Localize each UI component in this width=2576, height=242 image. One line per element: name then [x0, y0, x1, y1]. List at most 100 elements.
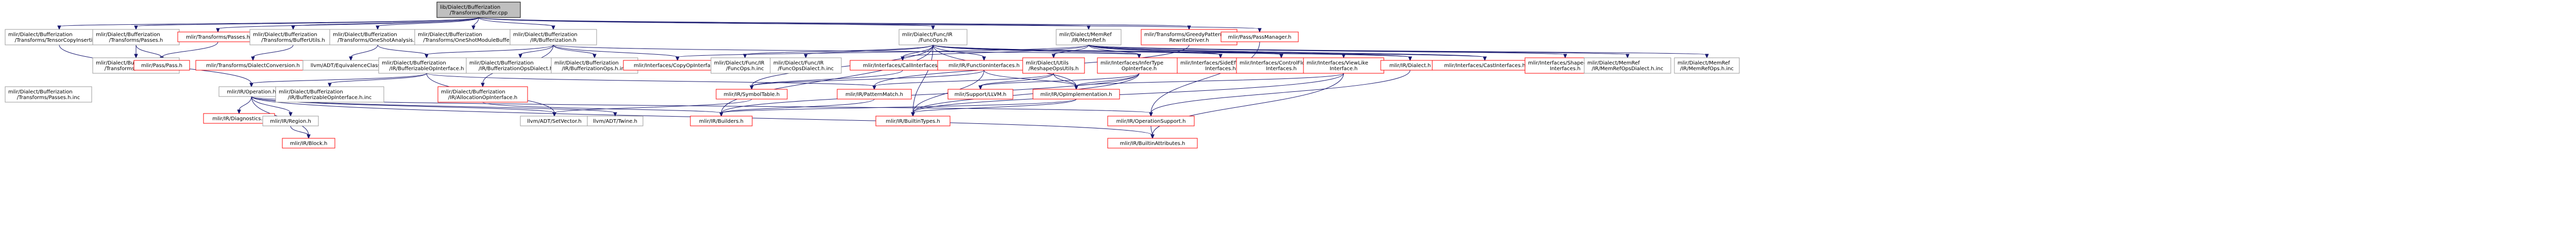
node-label: mlir/IR/BuiltinAttributes.h	[1120, 141, 1185, 147]
node-box	[1221, 31, 1299, 42]
node-label: mlir/Interfaces/CallInterfaces.h	[863, 63, 942, 69]
node-bufferutils[interactable]: mlir/Dialect/Bufferization/Transforms/Bu…	[249, 29, 337, 45]
node-box	[587, 116, 643, 126]
node-block[interactable]: mlir/IR/Block.h	[282, 138, 335, 149]
edge-operation-to-region	[251, 96, 293, 117]
node-setvector[interactable]: llvm/ADT/SetVector.h	[520, 116, 589, 126]
edge-irdialect-to-opsupport	[1149, 70, 1411, 117]
edge-memref-to-irdialect	[1088, 44, 1412, 61]
node-label: Interface.h	[1330, 66, 1358, 72]
node-box	[1097, 57, 1181, 74]
node-bufferizableinc[interactable]: mlir/Dialect/Bufferization/IR/Bufferizab…	[275, 86, 384, 103]
edge-infertype-to-opimpl	[1074, 73, 1140, 90]
edge-root-to-bpasses	[134, 17, 479, 30]
node-label: mlir/Dialect/MemRef	[1587, 60, 1640, 66]
node-label: /IR/MemRef.h	[1072, 38, 1106, 43]
node-bufferizable[interactable]: mlir/Dialect/Bufferization/IR/Bufferizab…	[378, 57, 475, 74]
node-label: mlir/Dialect/MemRef	[1677, 60, 1730, 66]
node-funcops[interactable]: mlir/Dialect/Func/IR/FuncOps.h	[899, 29, 968, 45]
node-irdialect[interactable]: mlir/IR/Dialect.h	[1380, 60, 1440, 71]
node-label: mlir/Dialect/Bufferization	[554, 60, 619, 66]
node-twine[interactable]: llvm/ADT/Twine.h	[587, 116, 643, 126]
edge-bufferizationh-to-bufops	[553, 44, 597, 59]
node-bpasses[interactable]: mlir/Dialect/Bufferization/Transforms/Pa…	[92, 29, 180, 45]
node-box	[92, 29, 180, 45]
node-label: mlir/IR/OpImplementation.h	[1040, 92, 1112, 98]
node-supportllvm[interactable]: mlir/Support/LLVM.h	[947, 89, 1013, 100]
node-memref[interactable]: mlir/Dialect/MemRef/IR/MemRef.h	[1056, 29, 1122, 45]
node-patternmatch[interactable]: mlir/IR/PatternMatch.h	[837, 89, 912, 100]
node-label: /IR/Bufferization.h	[530, 38, 577, 43]
node-label: mlir/Dialect/Func/IR	[714, 60, 765, 66]
node-label: mlir/Dialect/Bufferization	[253, 32, 317, 38]
node-opimpl[interactable]: mlir/IR/OpImplementation.h	[1032, 89, 1120, 100]
node-label: mlir/Interfaces/CopyOpInterface.h	[634, 63, 721, 69]
node-passpass[interactable]: mlir/Pass/Pass.h	[133, 60, 190, 71]
graph-edges	[57, 17, 1709, 139]
node-label: mlir/Dialect/Bufferization	[441, 89, 505, 95]
node-label: mlir/Dialect/Bufferization	[333, 32, 397, 38]
node-label: mlir/Interfaces/SideEffect	[1180, 60, 1246, 66]
node-symboltable[interactable]: mlir/IR/SymbolTable.h	[716, 89, 788, 100]
node-label: mlir/Dialect/Utils	[1026, 60, 1069, 66]
edge-viewlike-to-builtinattrs	[1150, 73, 1344, 139]
edge-reshapeutils-to-supportllvm	[978, 73, 1054, 90]
node-dialectconv[interactable]: mlir/Transforms/DialectConversion.h	[195, 60, 311, 71]
node-label: /IR/MemRefOpsDialect.h.inc	[1591, 66, 1663, 72]
node-label: mlir/Interfaces/CastInterfaces.h	[1444, 63, 1526, 69]
edge-root-to-bufferutils	[291, 17, 479, 30]
edge-opsupport-to-builtinattrs	[1150, 125, 1155, 139]
node-passmanager[interactable]: mlir/Pass/PassManager.h	[1221, 31, 1299, 42]
node-oneshotanalysis[interactable]: mlir/Dialect/Bufferization/Transforms/On…	[329, 29, 426, 45]
node-box	[1107, 116, 1195, 126]
node-box	[275, 86, 384, 103]
node-box	[436, 2, 521, 18]
node-label: /Transforms/Buffer.cpp	[450, 10, 508, 16]
node-label: /FuncOpsDialect.h.inc	[778, 66, 834, 72]
edge-root-to-bufferizationh	[478, 17, 555, 30]
node-reshapeutils[interactable]: mlir/Dialect/Utils/ReshapeOpsUtils.h	[1022, 57, 1085, 74]
node-box	[690, 116, 753, 126]
node-castinterfaces[interactable]: mlir/Interfaces/CastInterfaces.h	[1432, 60, 1538, 71]
edge-opimpl-to-builtintypes	[911, 99, 1077, 117]
node-region[interactable]: mlir/IR/Region.h	[262, 116, 319, 126]
node-memrefopsinc[interactable]: mlir/Dialect/MemRef/IR/MemRefOps.h.inc	[1674, 57, 1740, 74]
node-label: mlir/IR/FunctionInterfaces.h	[948, 63, 1020, 69]
node-memrefdialectinc[interactable]: mlir/Dialect/MemRef/IR/MemRefOpsDialect.…	[1584, 57, 1671, 74]
node-builders[interactable]: mlir/IR/Builders.h	[690, 116, 753, 126]
node-funcdialectinc[interactable]: mlir/Dialect/Func/IR/FuncOpsDialect.h.in…	[770, 57, 842, 74]
node-label: mlir/Dialect/Bufferization	[279, 89, 343, 95]
node-opsupport[interactable]: mlir/IR/OperationSupport.h	[1107, 116, 1195, 126]
node-label: mlir/Pass/Pass.h	[141, 63, 182, 69]
node-label: mlir/Dialect/Bufferization	[8, 89, 73, 95]
node-label: mlir/Interfaces/InferType	[1100, 60, 1163, 66]
node-allocation[interactable]: mlir/Dialect/Bufferization/IR/Allocation…	[437, 86, 528, 103]
node-label: mlir/IR/Operation.h	[227, 89, 276, 95]
node-box	[1674, 57, 1740, 74]
node-box	[947, 89, 1013, 100]
node-label: mlir/Interfaces/ViewLike	[1307, 60, 1368, 66]
node-funcinterfaces[interactable]: mlir/IR/FunctionInterfaces.h	[937, 60, 1031, 71]
edge-bufferutils-to-dialectconv	[251, 44, 294, 61]
edge-viewlike-to-opimpl	[1074, 73, 1344, 90]
node-bufferizationh[interactable]: mlir/Dialect/Bufferization/IR/Bufferizat…	[510, 29, 597, 45]
node-box	[262, 116, 319, 126]
edge-reshapeutils-to-patternmatch	[872, 73, 1054, 90]
edge-funcops-to-funcinterfaces	[933, 44, 986, 61]
node-box	[378, 57, 475, 74]
edge-root-to-oneshotmodule	[471, 17, 479, 30]
node-funcopsinc[interactable]: mlir/Dialect/Func/IR/FuncOps.h.inc	[710, 57, 779, 74]
node-builtinattrs[interactable]: mlir/IR/BuiltinAttributes.h	[1107, 138, 1198, 149]
node-builtintypes[interactable]: mlir/IR/BuiltinTypes.h	[875, 116, 951, 126]
node-tpasses[interactable]: mlir/Transforms/Passes.h	[177, 31, 259, 42]
node-label: mlir/Dialect/MemRef	[1059, 32, 1112, 38]
edge-bpasses-to-passesinc	[134, 45, 138, 59]
node-label: lib/Dialect/Bufferization	[440, 5, 500, 10]
edge-callinterfaces-to-symboltable	[750, 70, 903, 90]
node-tpassesinc[interactable]: mlir/Dialect/Bufferization/Transforms/Pa…	[5, 86, 92, 103]
node-operation[interactable]: mlir/IR/Operation.h	[218, 86, 284, 97]
edge-patternmatch-to-builders	[719, 99, 875, 117]
node-label: mlir/Dialect/Bufferization	[96, 32, 160, 38]
